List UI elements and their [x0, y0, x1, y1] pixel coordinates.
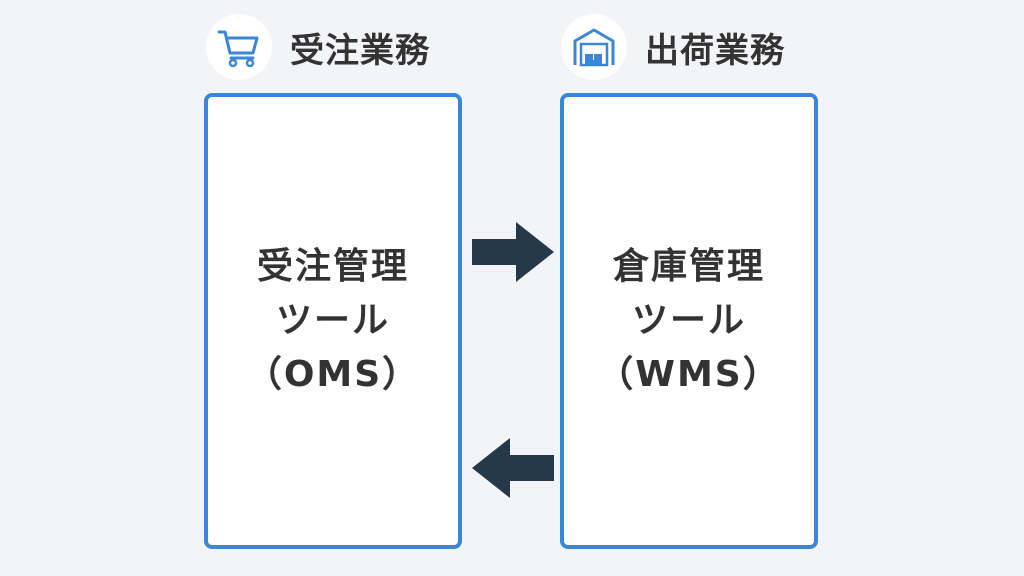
cart-icon-container [206, 14, 272, 80]
shipping-section-title: 出荷業務 [645, 30, 785, 71]
warehouse-icon-container [561, 14, 627, 80]
wms-box: 倉庫管理 ツール （WMS） [560, 93, 818, 549]
wms-label-line-3: （WMS） [597, 354, 781, 395]
shipping-section-header: 出荷業務 [561, 14, 785, 80]
order-section-title: 受注業務 [290, 30, 430, 71]
oms-label-line-2: ツール [275, 300, 390, 341]
warehouse-icon [573, 28, 615, 67]
order-section-header: 受注業務 [206, 14, 430, 80]
oms-box: 受注管理 ツール （OMS） [204, 93, 462, 549]
oms-label-line-3: （OMS） [245, 354, 421, 395]
wms-label-line-2: ツール [631, 300, 746, 341]
wms-label-line-1: 倉庫管理 [612, 246, 765, 287]
oms-label-line-1: 受注管理 [256, 246, 409, 287]
arrow-right-icon [472, 222, 554, 282]
shopping-cart-icon [217, 30, 259, 67]
arrow-left-icon [472, 438, 554, 498]
